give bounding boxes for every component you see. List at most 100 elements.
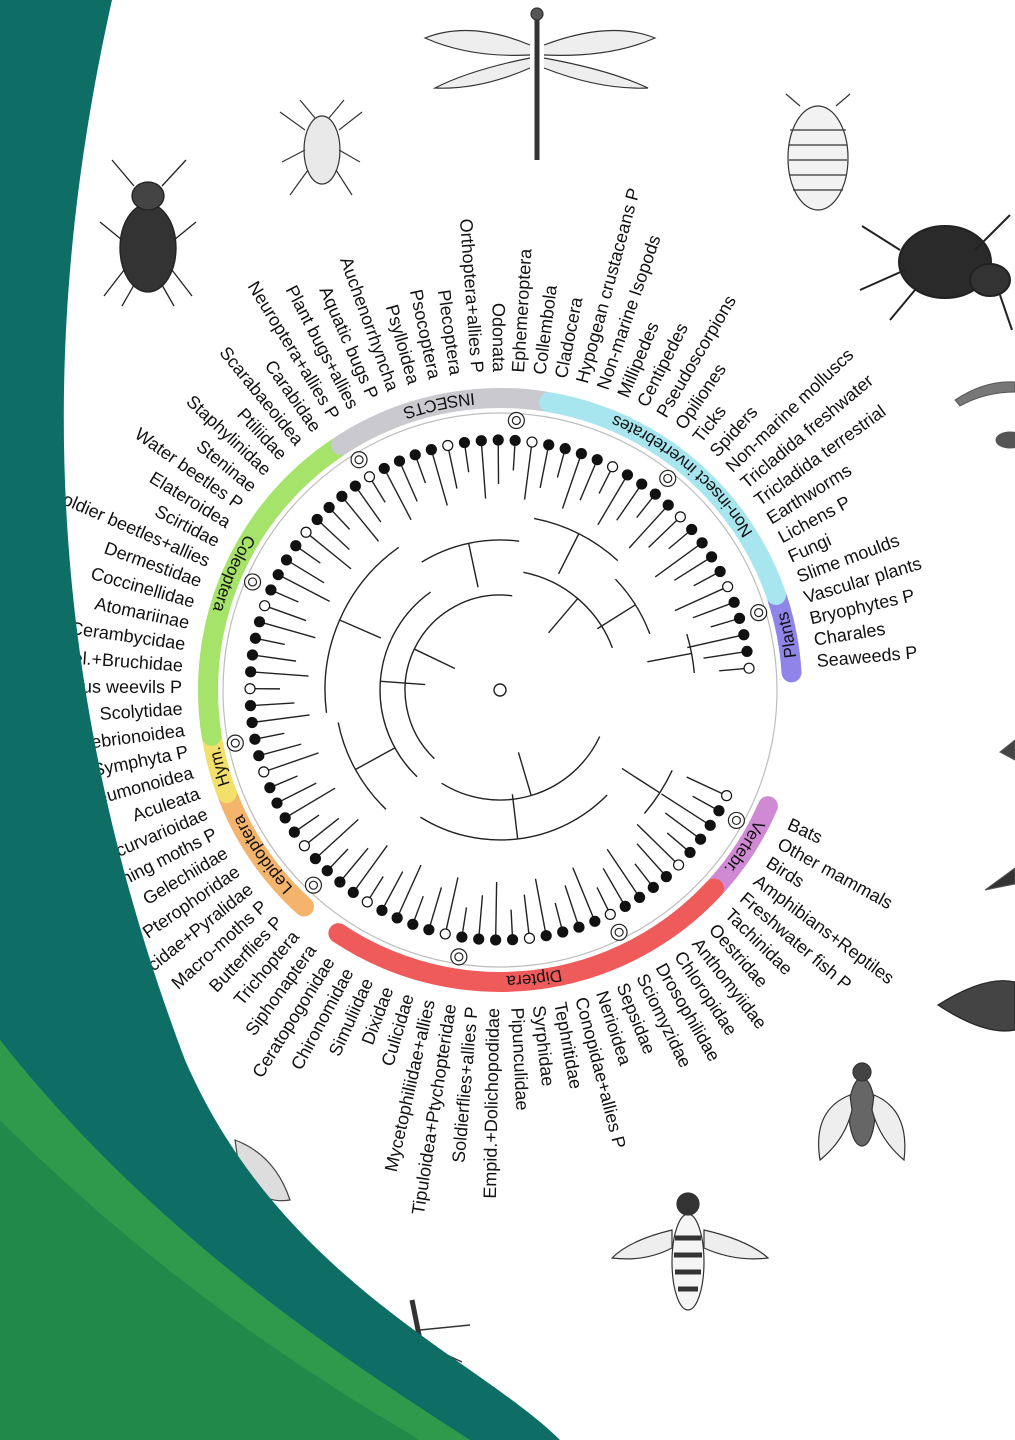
- taxon-label: Scolytidae: [99, 699, 183, 724]
- tip-node: [637, 479, 647, 489]
- tip-node: [247, 650, 257, 660]
- tip-node: [576, 449, 586, 459]
- tip-branch: [617, 484, 642, 520]
- green-wave-decoration: [0, 0, 560, 1440]
- tip-node: [661, 872, 671, 882]
- tip-branch: [629, 505, 668, 548]
- tip-branch: [479, 895, 483, 939]
- tip-node: [299, 841, 309, 851]
- specialist-marker-inner: [455, 953, 463, 961]
- tip-node: [474, 934, 484, 944]
- tip-branch: [655, 543, 702, 577]
- tip-node: [291, 541, 301, 551]
- tip-node: [723, 582, 733, 592]
- clade-stem: [518, 752, 531, 795]
- specialist-marker-inner: [615, 928, 623, 936]
- tip-branch: [580, 460, 597, 501]
- tip-node: [259, 767, 269, 777]
- tip-node: [696, 834, 706, 844]
- tip-node: [742, 646, 752, 656]
- tip-node: [558, 927, 568, 937]
- tip-branch: [251, 672, 309, 676]
- tip-branch: [429, 887, 442, 929]
- tip-branch: [287, 560, 325, 583]
- tip-branch: [306, 532, 351, 569]
- tip-branch: [448, 446, 457, 489]
- tip-node: [459, 438, 469, 448]
- tip-node: [289, 827, 299, 837]
- tip-node: [541, 931, 551, 941]
- tip-node: [364, 472, 374, 482]
- tip-node: [301, 527, 311, 537]
- group-label-insects: INSECTS: [401, 389, 476, 423]
- tip-branch: [445, 877, 458, 934]
- hoverfly-illustration: [612, 1193, 768, 1310]
- tip-node: [273, 570, 283, 580]
- tip-node: [714, 806, 724, 816]
- tip-branch: [277, 783, 316, 803]
- clade-arc: [442, 737, 600, 800]
- taxon-label: Empid.+Dolichopodidae: [480, 1008, 503, 1199]
- tip-node: [272, 798, 282, 808]
- clade-stem: [340, 620, 381, 638]
- tip-node: [410, 450, 420, 460]
- tip-node: [739, 630, 749, 640]
- tip-node: [648, 882, 658, 892]
- taxon-label: Odonata: [488, 303, 509, 373]
- tip-node: [377, 905, 387, 915]
- tip-branch: [693, 602, 734, 617]
- tip-branch: [353, 845, 387, 892]
- tip-node: [663, 500, 673, 510]
- tip-branch: [563, 454, 582, 509]
- tip-branch: [540, 445, 549, 488]
- tip-node: [705, 820, 715, 830]
- tip-node: [574, 922, 584, 932]
- tip-node: [394, 456, 404, 466]
- tip-branch: [525, 442, 532, 500]
- clade-stem: [355, 748, 394, 770]
- tip-node: [379, 463, 389, 473]
- tip-node: [254, 751, 264, 761]
- tip-branch: [382, 872, 403, 911]
- taxon-label: Pipunculidae: [507, 1007, 532, 1111]
- worm-illustration: [955, 382, 1015, 890]
- specialist-marker-inner: [355, 456, 363, 464]
- tip-node: [250, 734, 260, 744]
- specialist-marker-inner: [732, 816, 740, 824]
- tip-node: [280, 813, 290, 823]
- tip-branch: [496, 882, 497, 940]
- tip-node: [622, 470, 632, 480]
- tip-branch: [399, 461, 417, 501]
- tip-node: [476, 436, 486, 446]
- tip-node: [605, 909, 615, 919]
- specialist-marker-inner: [309, 881, 317, 889]
- tip-branch: [565, 885, 579, 927]
- tip-node: [247, 718, 257, 728]
- tip-branch: [481, 441, 485, 499]
- tip-node: [735, 613, 745, 623]
- tip-branch: [704, 651, 747, 658]
- tip-branch: [573, 868, 595, 922]
- tip-branch: [264, 753, 319, 772]
- tip-branch: [315, 819, 358, 858]
- tip-node: [254, 617, 264, 627]
- tip-node: [510, 435, 520, 445]
- tip-branch: [674, 557, 711, 580]
- tip-node: [245, 684, 255, 694]
- tip-branch: [607, 849, 639, 897]
- tip-node: [362, 897, 372, 907]
- tip-node: [443, 441, 453, 451]
- group-label-diptera: Diptera: [506, 966, 564, 991]
- tip-branch: [603, 868, 625, 906]
- tip-node: [266, 585, 276, 595]
- tip-node: [635, 892, 645, 902]
- clade-stem: [380, 681, 425, 684]
- dragonfly-illustration: [425, 8, 655, 160]
- tip-node: [408, 919, 418, 929]
- shield-bug-illustration: [280, 100, 362, 195]
- tip-node: [250, 633, 260, 643]
- tip-node: [524, 933, 534, 943]
- tip-node: [310, 854, 320, 864]
- ground-beetle-illustration: [100, 160, 196, 306]
- root-node: [494, 684, 506, 696]
